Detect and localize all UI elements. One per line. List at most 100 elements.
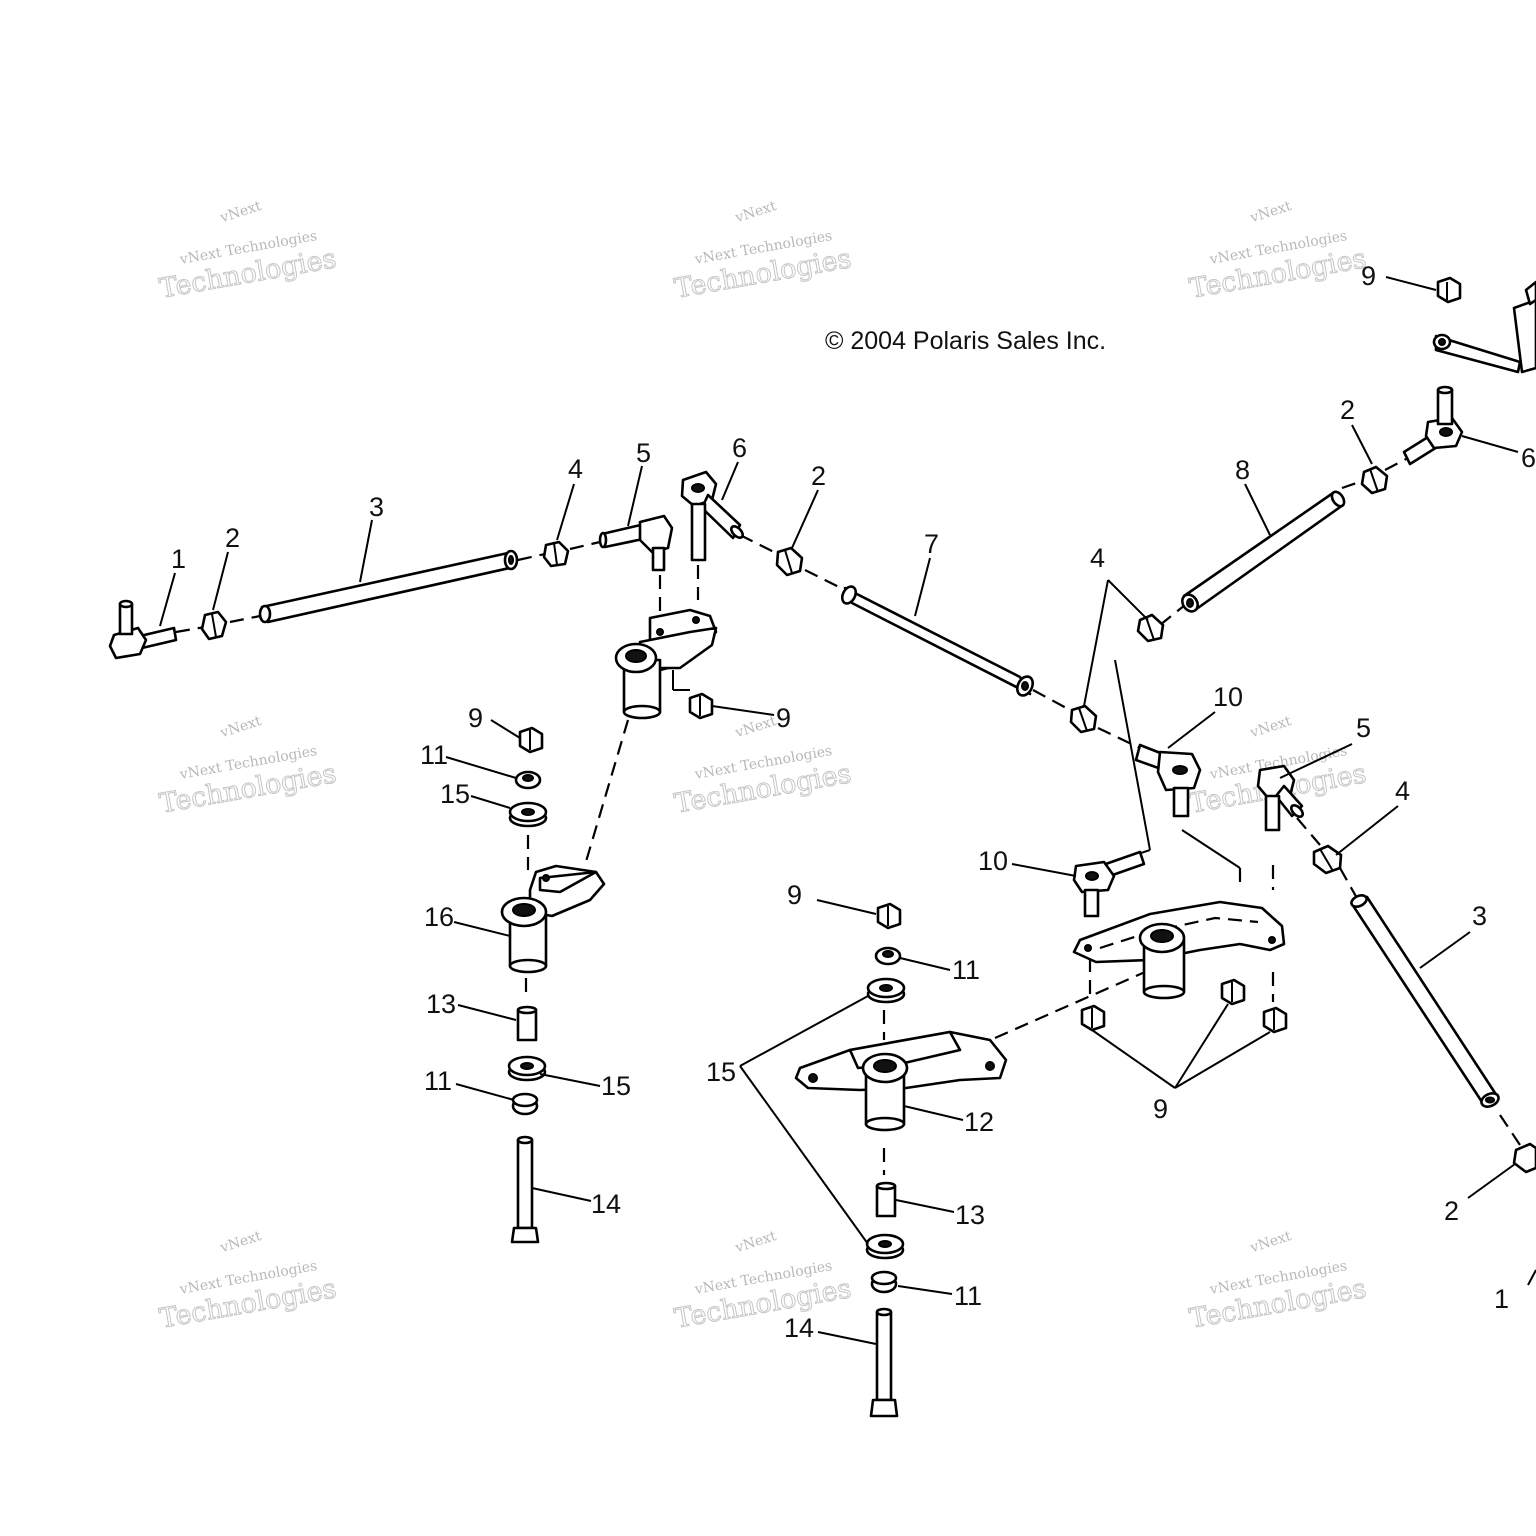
watermark: vNext vNext Technologies Technologies bbox=[1187, 1228, 1369, 1335]
callout-7: 7 bbox=[924, 529, 939, 559]
pitman-arm bbox=[1432, 276, 1536, 374]
callout-12: 12 bbox=[964, 1107, 994, 1137]
watermark: vNext vNext Technologies Technologies bbox=[157, 1228, 339, 1335]
callout-1: 1 bbox=[171, 544, 186, 574]
center-arm-12 bbox=[794, 1030, 1008, 1132]
copyright-notice: © 2004 Polaris Sales Inc. bbox=[825, 327, 1106, 355]
tie-rod-end-6-upper bbox=[1402, 385, 1464, 466]
tie-rods bbox=[258, 490, 1500, 1108]
callout-3: 3 bbox=[1472, 901, 1487, 931]
callout-10: 10 bbox=[978, 846, 1008, 876]
svg-text:vNext: vNext bbox=[218, 1228, 264, 1257]
spacer-13-center bbox=[875, 1181, 897, 1218]
jam-nuts bbox=[200, 465, 1536, 1174]
nut-4-right bbox=[1312, 844, 1343, 875]
callout-14: 14 bbox=[784, 1313, 814, 1343]
nut-4-mid-low bbox=[1069, 704, 1098, 734]
callout-5: 5 bbox=[636, 438, 651, 468]
callout-15: 15 bbox=[440, 779, 470, 809]
callout-13: 13 bbox=[426, 989, 456, 1019]
callout-numbers: 1 2 3 4 5 6 2 7 4 8 2 6 9 9 9 11 15 16 1… bbox=[171, 261, 1536, 1343]
callout-11: 11 bbox=[420, 740, 448, 770]
nut-2-upper bbox=[1360, 465, 1389, 495]
svg-text:vNext: vNext bbox=[218, 713, 264, 742]
idler-arm-16 bbox=[500, 864, 606, 974]
callout-2: 2 bbox=[1340, 395, 1355, 425]
tie-rod-3-left bbox=[258, 549, 519, 624]
nut-9-right-b bbox=[1220, 978, 1246, 1006]
spacer-13-left bbox=[516, 1005, 538, 1042]
callout-6: 6 bbox=[732, 433, 747, 463]
tie-rod-8 bbox=[1181, 490, 1346, 613]
nut-2-right bbox=[1512, 1142, 1536, 1174]
callout-13: 13 bbox=[955, 1200, 985, 1230]
tie-rod-end-5-left bbox=[598, 514, 674, 572]
nut-9-center bbox=[876, 902, 902, 930]
callout-15: 15 bbox=[601, 1071, 631, 1101]
tie-rod-end-1-right bbox=[1527, 1269, 1536, 1286]
callout-9: 9 bbox=[468, 703, 483, 733]
watermark: vNext vNext Technologies Technologies bbox=[157, 198, 339, 305]
callout-2: 2 bbox=[225, 523, 240, 553]
bolt-14-center bbox=[869, 1307, 899, 1418]
center-stack-hardware bbox=[865, 902, 906, 1418]
callout-4: 4 bbox=[1090, 543, 1105, 573]
bushing-15-center-bottom bbox=[865, 1233, 905, 1260]
washer-11-center-top bbox=[874, 946, 902, 966]
bushing-15-left-top bbox=[508, 801, 548, 828]
nut-4-mid-high bbox=[1136, 613, 1165, 643]
callout-1: 1 bbox=[1494, 1284, 1509, 1314]
callout-3: 3 bbox=[369, 492, 384, 522]
bolt-14-left bbox=[510, 1135, 540, 1244]
callout-9: 9 bbox=[1361, 261, 1376, 291]
callout-9: 9 bbox=[1153, 1094, 1168, 1124]
nut-9-right-a bbox=[1080, 1004, 1106, 1032]
idler-arm-upper-left bbox=[614, 608, 718, 720]
callout-9: 9 bbox=[776, 703, 791, 733]
svg-text:vNext: vNext bbox=[1248, 713, 1294, 742]
tie-rod-end-6-left bbox=[680, 470, 745, 562]
watermark: vNext vNext Technologies Technologies bbox=[1187, 198, 1369, 305]
bushing-15-left-bottom bbox=[507, 1055, 547, 1082]
bushing-15-center-top bbox=[866, 977, 906, 1004]
svg-text:vNext: vNext bbox=[1248, 1228, 1294, 1257]
callout-10: 10 bbox=[1213, 682, 1243, 712]
assembly-dash-lines bbox=[175, 457, 1521, 1175]
right-nuts-9 bbox=[1080, 978, 1288, 1034]
callout-9: 9 bbox=[787, 880, 802, 910]
tie-rod-end-1-left bbox=[108, 599, 178, 660]
tie-rod-ends bbox=[108, 385, 1536, 1286]
svg-text:vNext: vNext bbox=[733, 1228, 779, 1257]
tie-rod-end-10-lower bbox=[1072, 850, 1146, 918]
tie-rod-7 bbox=[840, 585, 1035, 697]
nut-9-right-c bbox=[1262, 1006, 1288, 1034]
callout-2: 2 bbox=[1444, 1196, 1459, 1226]
svg-text:vNext: vNext bbox=[218, 198, 264, 227]
svg-text:vNext: vNext bbox=[733, 713, 779, 742]
washer-11-left-bottom bbox=[511, 1092, 539, 1116]
watermark: vNext vNext Technologies Technologies bbox=[672, 1228, 854, 1335]
callout-6: 6 bbox=[1521, 443, 1536, 473]
nut-9-left-stack bbox=[518, 726, 544, 754]
tie-rod-3-right bbox=[1350, 894, 1500, 1108]
callout-leaders bbox=[159, 276, 1519, 1345]
callout-11: 11 bbox=[952, 955, 980, 985]
callout-8: 8 bbox=[1235, 455, 1250, 485]
callout-4: 4 bbox=[1395, 776, 1410, 806]
nut-2-mid bbox=[775, 546, 804, 577]
washer-11-left-top bbox=[514, 770, 542, 790]
watermark: vNext vNext Technologies Technologies bbox=[157, 713, 339, 820]
nut-2-left bbox=[200, 610, 228, 641]
watermark: vNext vNext Technologies Technologies bbox=[672, 713, 854, 820]
callout-14: 14 bbox=[591, 1189, 621, 1219]
callout-5: 5 bbox=[1356, 713, 1371, 743]
left-stack-hardware bbox=[507, 726, 548, 1244]
tie-rod-end-5-right bbox=[1256, 764, 1305, 832]
nut-4-left bbox=[542, 540, 570, 568]
svg-text:vNext: vNext bbox=[1248, 198, 1294, 227]
tie-rod-end-10-upper bbox=[1134, 743, 1202, 818]
washer-11-center-bottom bbox=[870, 1270, 898, 1294]
callout-16: 16 bbox=[424, 902, 454, 932]
callout-11: 11 bbox=[424, 1066, 452, 1096]
